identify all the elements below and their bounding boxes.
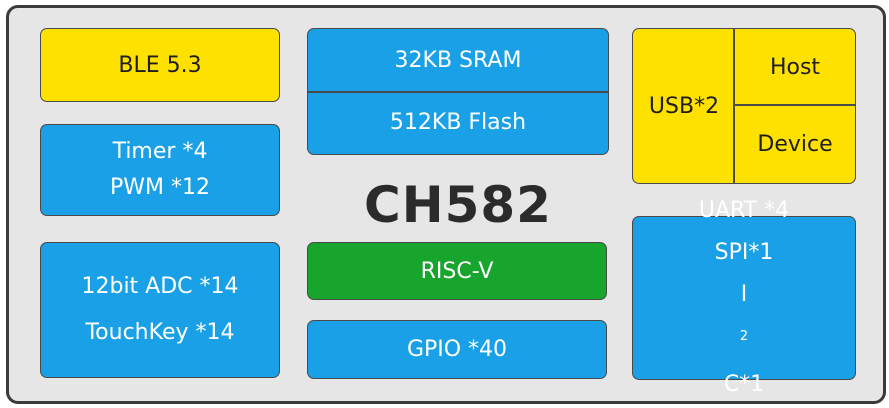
usb-horizontal-divider — [733, 104, 856, 106]
chip-frame: BLE 5.3 Timer *4 PWM *12 12bit ADC *14 T… — [6, 5, 886, 404]
memory-divider — [307, 91, 609, 93]
gpio-block: GPIO *40 — [307, 320, 607, 379]
usb-vertical-divider — [733, 28, 735, 184]
usb-host-label: Host — [769, 54, 821, 80]
chip-title: CH582 — [364, 176, 552, 234]
uart-label: UART *4 — [698, 198, 790, 224]
pwm-label: PWM *12 — [110, 175, 210, 200]
riscv-label: RISC-V — [420, 258, 494, 284]
usb-block: USB*2 — [632, 28, 856, 184]
sram-label: 32KB SRAM — [394, 48, 522, 73]
usb-label: USB*2 — [648, 93, 720, 119]
ble-block: BLE 5.3 — [40, 28, 280, 102]
i2c-suffix: C*1 — [723, 371, 765, 397]
ble-label: BLE 5.3 — [118, 52, 202, 78]
i2c-prefix: I — [740, 282, 748, 308]
usb-device-label: Device — [757, 131, 833, 157]
gpio-label: GPIO *40 — [406, 337, 508, 362]
i2c-superscript: 2 — [739, 329, 749, 345]
timer-pwm-block: Timer *4 PWM *12 — [40, 124, 280, 216]
adc-touchkey-block: 12bit ADC *14 TouchKey *14 — [40, 242, 280, 378]
riscv-block: RISC-V — [307, 242, 607, 300]
touchkey-label: TouchKey *14 — [85, 320, 235, 345]
timer-label: Timer *4 — [112, 139, 208, 164]
spi-label: SPI*1 — [714, 240, 774, 266]
adc-label: 12bit ADC *14 — [81, 274, 239, 299]
flash-label: 512KB Flash — [389, 110, 527, 135]
